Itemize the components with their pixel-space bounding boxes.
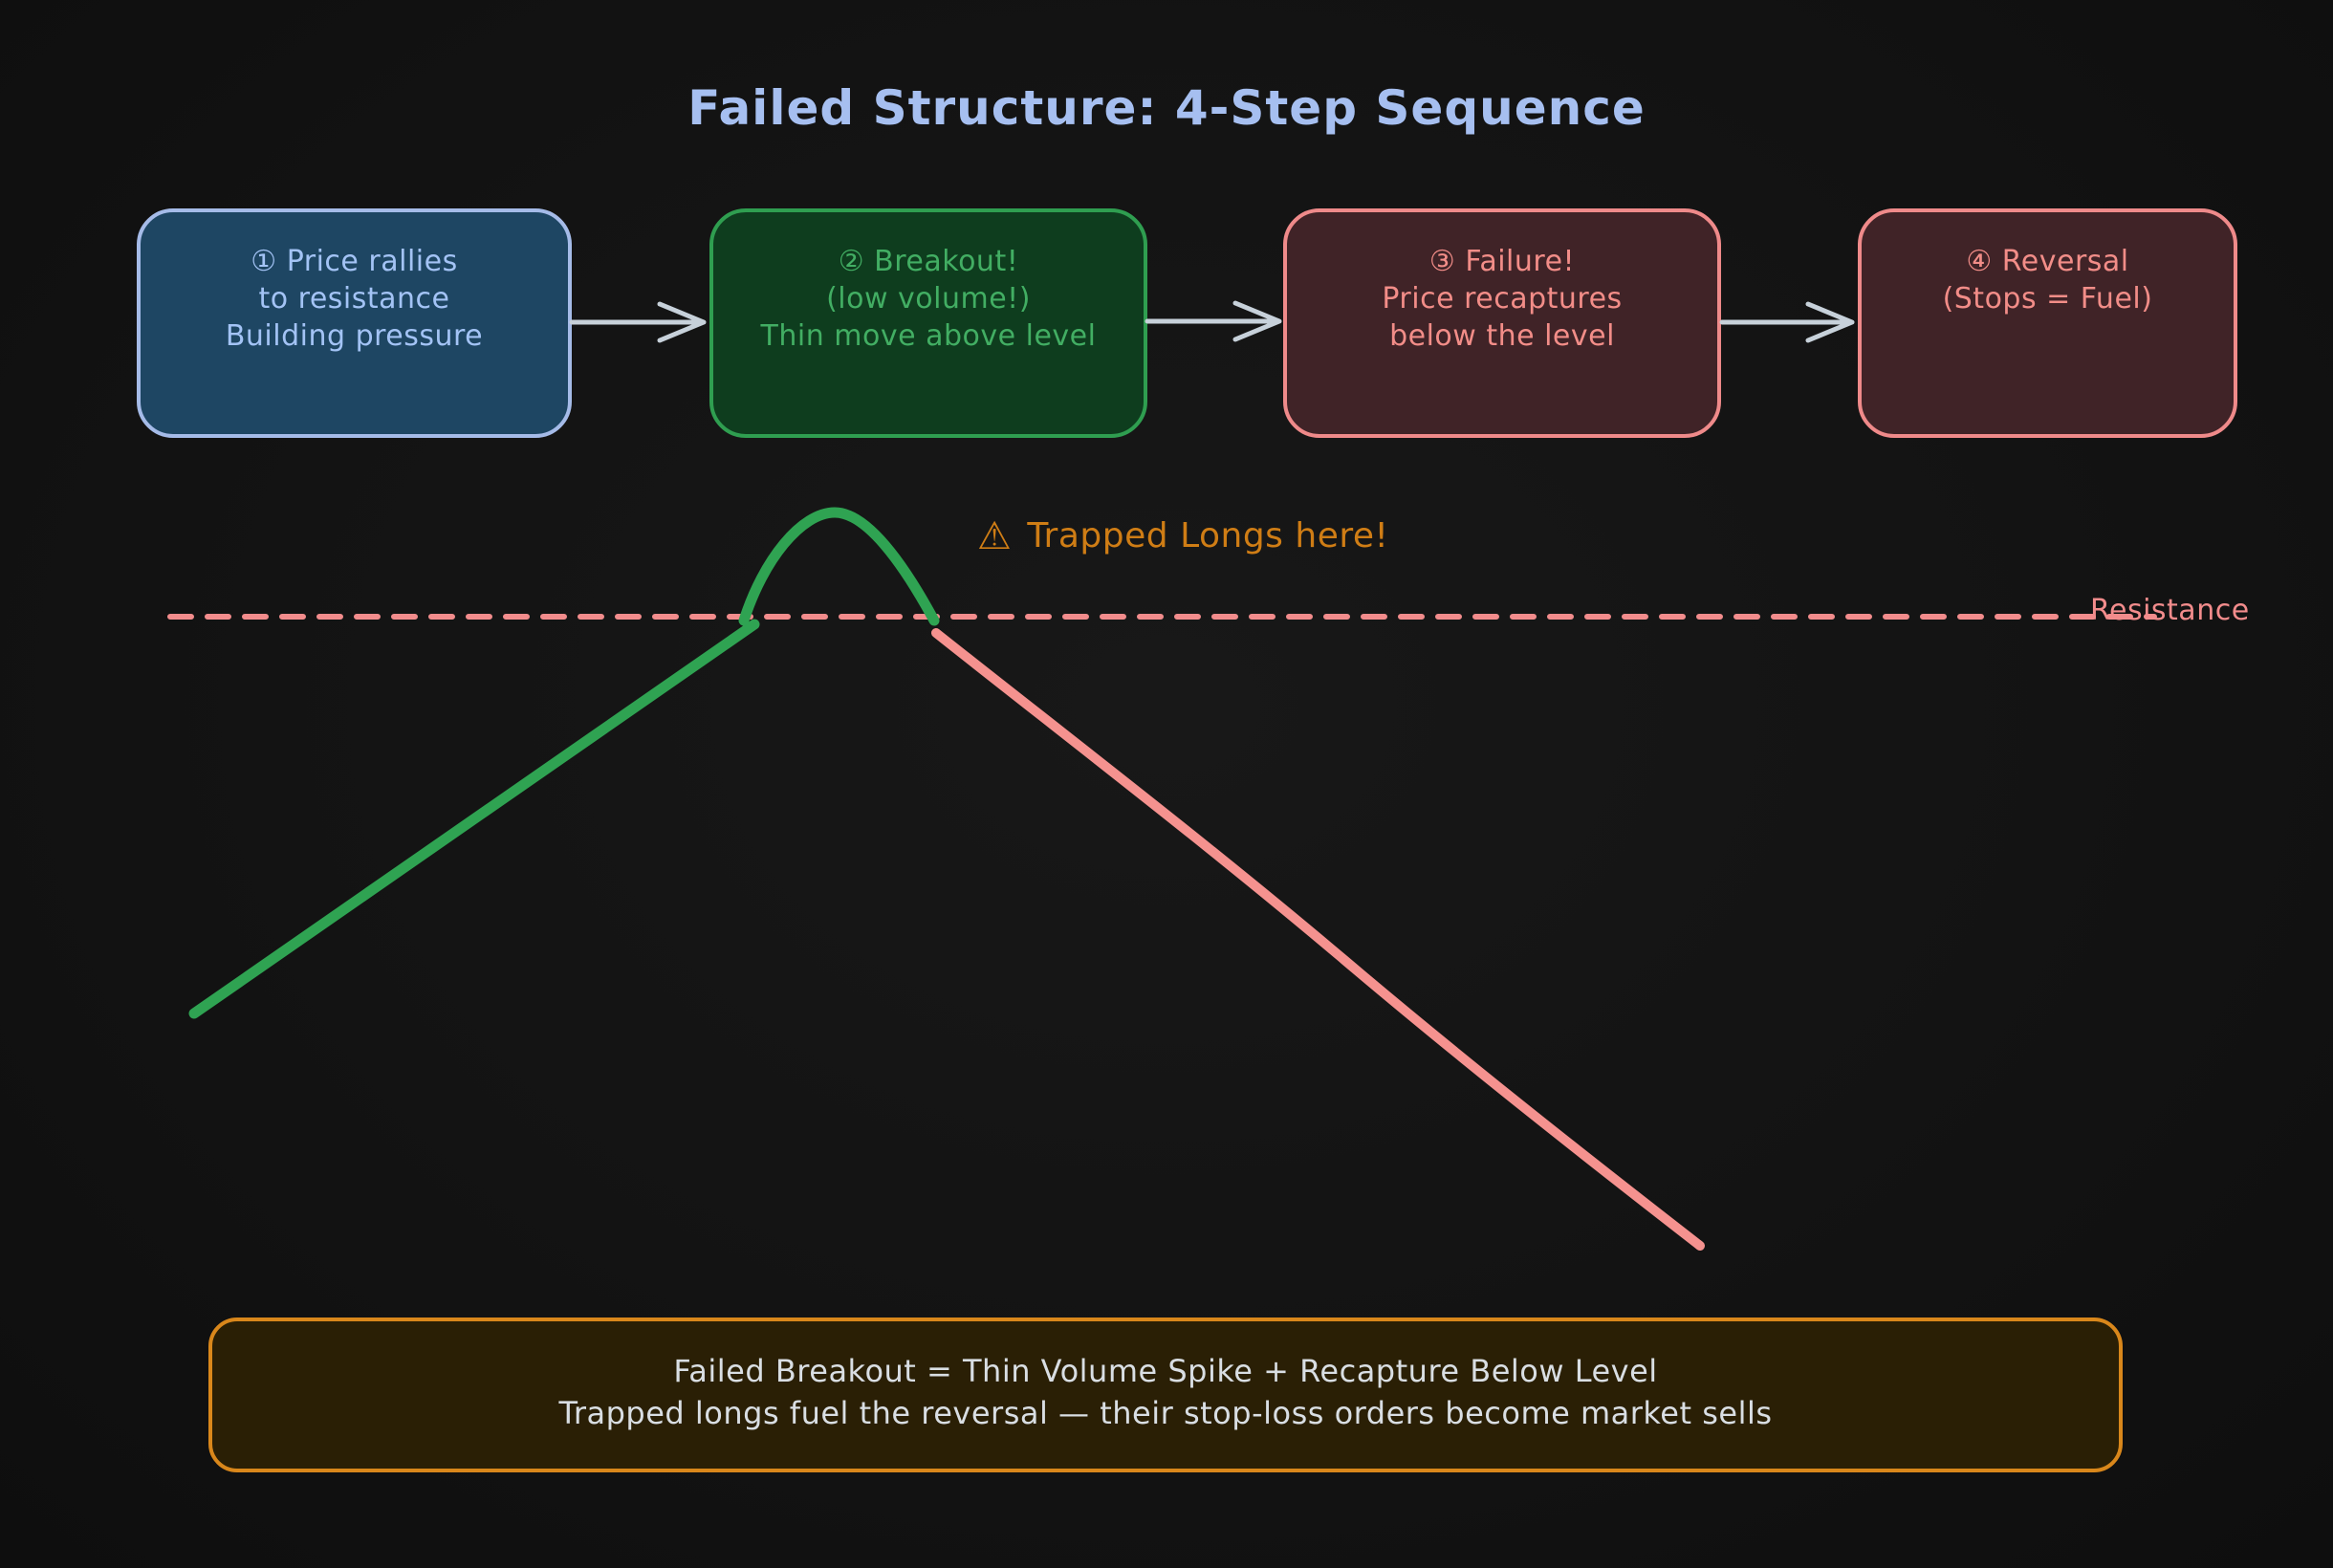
arrow-step1-step2 <box>569 301 707 343</box>
resistance-label: Resistance <box>2090 594 2250 627</box>
step-4-line-1: ④ Reversal <box>1966 245 2129 278</box>
step-3-line-2: Price recaptures <box>1382 282 1623 316</box>
trapped-longs-text: Trapped Longs here! <box>1027 516 1389 555</box>
step-2-line-2: (low volume!) <box>826 282 1031 316</box>
step-3-line-1: ③ Failure! <box>1428 245 1576 278</box>
breakout-spike-line <box>738 507 940 626</box>
summary-line-1: Failed Breakout = Thin Volume Spike + Re… <box>673 1353 1658 1389</box>
rally-line <box>188 619 760 1019</box>
step-1-line-2: to resistance <box>258 282 450 316</box>
step-1-box: ① Price rallies to resistance Building p… <box>137 208 572 438</box>
step-2-box: ② Breakout! (low volume!) Thin move abov… <box>709 208 1147 438</box>
step-1-line-3: Building pressure <box>225 319 484 353</box>
step-4-box: ④ Reversal (Stops = Fuel) <box>1858 208 2237 438</box>
arrow-2-head <box>1232 300 1282 342</box>
warning-icon: ⚠ <box>977 513 1013 558</box>
arrow-step2-step3 <box>1145 300 1282 342</box>
step-2-line-3: Thin move above level <box>760 319 1097 353</box>
arrow-1-head <box>657 301 707 343</box>
arrow-3-head <box>1805 301 1855 343</box>
page-title: Failed Structure: 4-Step Sequence <box>687 80 1646 136</box>
step-4-line-2: (Stops = Fuel) <box>1942 282 2153 316</box>
step-2-line-1: ② Breakout! <box>838 245 1019 278</box>
summary-box: Failed Breakout = Thin Volume Spike + Re… <box>208 1318 2123 1472</box>
step-1-line-1: ① Price rallies <box>251 245 458 278</box>
step-3-box: ③ Failure! Price recaptures below the le… <box>1283 208 1721 438</box>
trapped-longs-annotation: ⚠ Trapped Longs here! <box>977 516 1388 555</box>
arrow-step3-step4 <box>1719 301 1855 343</box>
selloff-line <box>931 628 1705 1251</box>
step-3-line-3: below the level <box>1389 319 1615 353</box>
summary-line-2: Trapped longs fuel the reversal — their … <box>558 1395 1773 1431</box>
